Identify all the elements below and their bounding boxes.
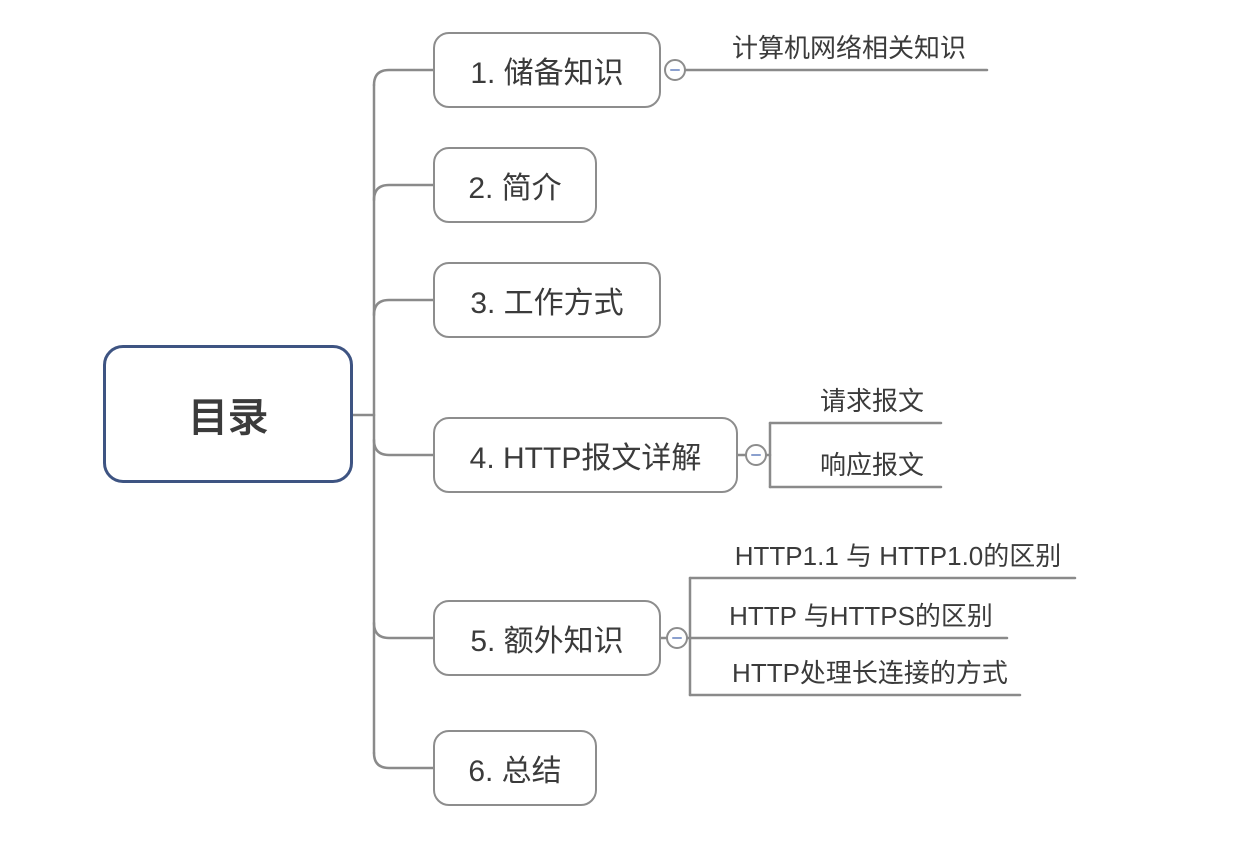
subtopic-计算机网络相关知识[interactable]: 计算机网络相关知识 — [731, 33, 966, 63]
topic-label: 3. 工作方式 — [470, 287, 624, 320]
topic-label: 6. 总结 — [468, 755, 562, 788]
root-topic-label: 目录 — [188, 396, 268, 440]
subtopic-http处理长连接的方式[interactable]: HTTP处理长连接的方式 — [732, 658, 1008, 688]
branch-line-topic-2 — [372, 183, 435, 202]
topic-label: 4. HTTP报文详解 — [469, 442, 702, 475]
topic-3-工作方式[interactable]: 3. 工作方式 — [433, 262, 661, 338]
collapse-button-topic-4[interactable] — [745, 444, 767, 466]
subtopic-http-与https的区别[interactable]: HTTP 与HTTPS的区别 — [729, 601, 993, 631]
topic-2-简介[interactable]: 2. 简介 — [433, 147, 597, 223]
topic-6-总结[interactable]: 6. 总结 — [433, 730, 597, 806]
topic-1-储备知识[interactable]: 1. 储备知识 — [433, 32, 661, 108]
topic-label: 2. 简介 — [468, 172, 562, 205]
collapse-button-topic-1[interactable] — [664, 59, 686, 81]
branch-line-topic-5 — [372, 621, 435, 640]
subtopic-http11-与-http10的区别[interactable]: HTTP1.1 与 HTTP1.0的区别 — [734, 541, 1062, 571]
branch-line-topic-6 — [372, 751, 435, 770]
subtopic-响应报文[interactable]: 响应报文 — [819, 450, 924, 480]
branch-line-topic-1 — [372, 68, 435, 87]
topic-label: 5. 额外知识 — [470, 625, 624, 658]
collapse-button-topic-5[interactable] — [666, 627, 688, 649]
minus-icon — [670, 68, 680, 72]
subtopic-请求报文[interactable]: 请求报文 — [819, 386, 924, 416]
branch-line-topic-3 — [372, 298, 435, 317]
topic-label: 1. 储备知识 — [470, 57, 624, 90]
root-topic[interactable]: 目录 — [103, 345, 353, 483]
topic-5-额外知识[interactable]: 5. 额外知识 — [433, 600, 661, 676]
branch-line-topic-4 — [372, 438, 435, 457]
minus-icon — [672, 636, 682, 640]
minus-icon — [751, 453, 761, 457]
topic-4-http报文详解[interactable]: 4. HTTP报文详解 — [433, 417, 738, 493]
